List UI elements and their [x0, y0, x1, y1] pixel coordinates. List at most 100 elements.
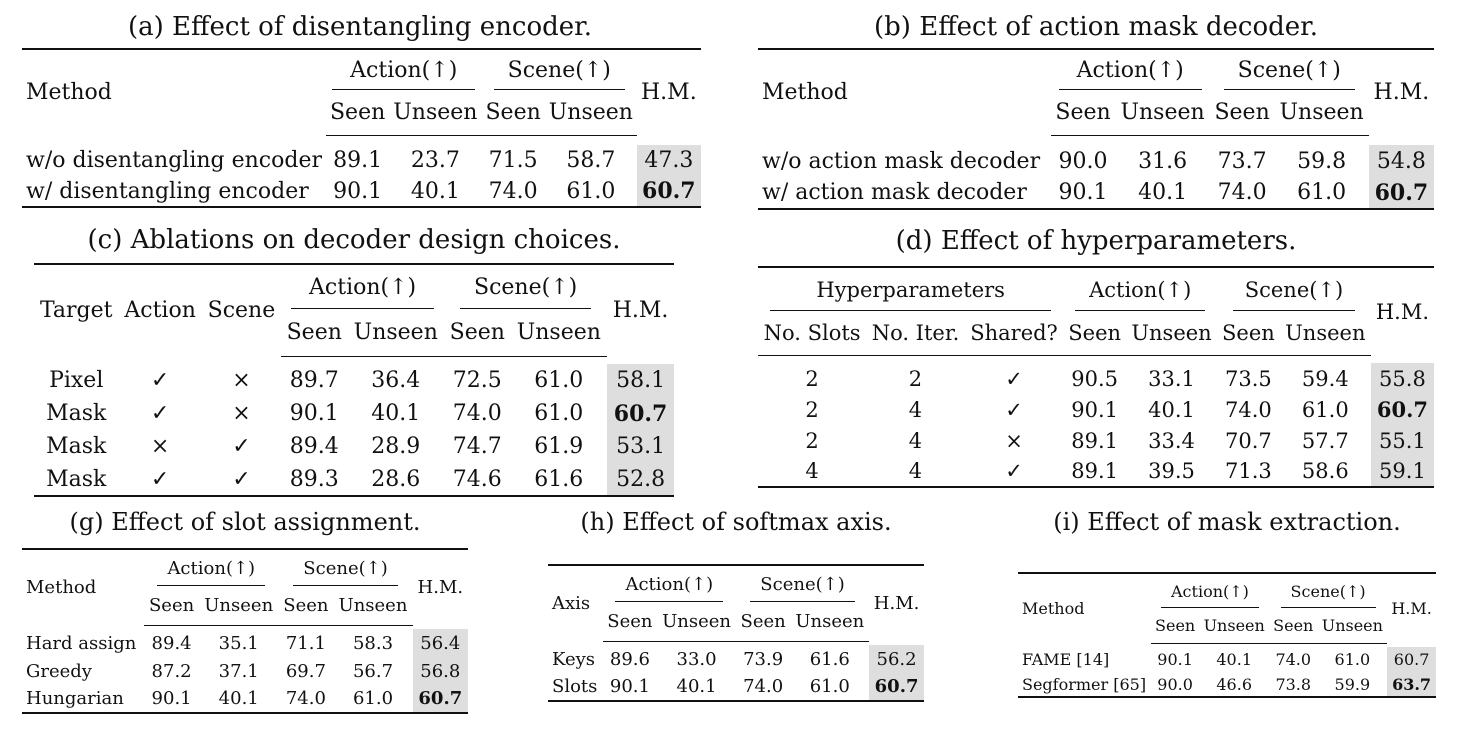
value-cell: 31.6: [1138, 148, 1188, 174]
hm-cell: 56.8: [412, 657, 468, 685]
value-cell: 90.1: [1157, 650, 1193, 669]
header-seen: Seen: [144, 587, 200, 626]
value-cell: 28.9: [371, 434, 421, 459]
value-cell: 74.7: [452, 434, 502, 459]
value-cell: 61.9: [534, 434, 584, 459]
value-cell: 40.1: [371, 401, 421, 426]
table-a: Method Action(↑) Scene(↑) H.M. Seen Unse…: [22, 48, 701, 208]
value-cell: 90.1: [1071, 397, 1119, 422]
method-cell: Hard assign: [26, 632, 137, 654]
hm-cell: 58.1: [607, 364, 674, 397]
value-cell: 2: [805, 366, 819, 391]
check-cell: ✓: [1005, 397, 1023, 422]
header-unseen: Unseen: [544, 91, 637, 136]
header-iter: No. Iter.: [866, 311, 965, 356]
table-b: Method Action(↑) Scene(↑) H.M. Seen Unse…: [758, 48, 1434, 210]
value-cell: 69.7: [285, 660, 326, 682]
table-g-panel: (g) Effect of slot assignment. Method Ac…: [22, 508, 468, 714]
table-a-panel: (a) Effect of disentangling encoder. Met…: [22, 12, 701, 208]
target-cell: Mask: [46, 401, 107, 426]
table-d: Hyperparameters Action(↑) Scene(↑) H.M. …: [758, 266, 1434, 488]
header-unseen: Unseen: [389, 91, 482, 136]
target-cell: Mask: [46, 434, 107, 459]
axis-cell: Slots: [552, 676, 598, 697]
table-row: Hard assign 89.4 35.1 71.1 58.3 56.4: [22, 629, 468, 657]
caption-h: (h) Effect of softmax axis.: [580, 508, 892, 536]
value-cell: 57.7: [1301, 428, 1349, 453]
header-unseen: Unseen: [1125, 311, 1218, 356]
hm-cell-best: 60.7: [1368, 177, 1434, 209]
value-cell: 2: [805, 397, 819, 422]
check-cell: ✓: [150, 401, 170, 426]
value-cell: 37.1: [218, 660, 259, 682]
header-hm: H.M.: [417, 577, 464, 598]
hm-cell: 47.3: [636, 145, 701, 176]
caption-g: (g) Effect of slot assignment.: [69, 508, 421, 536]
header-scene-group: Scene(↑): [293, 558, 398, 586]
value-cell: 74.6: [452, 466, 502, 492]
check-cell: ✓: [150, 368, 170, 393]
value-cell: 61.0: [1301, 397, 1349, 422]
value-cell: 70.7: [1225, 428, 1272, 453]
value-cell: 71.5: [488, 148, 538, 173]
header-unseen: Unseen: [510, 310, 608, 357]
header-unseen: Unseen: [199, 587, 279, 626]
value-cell: 74.0: [488, 178, 538, 204]
caption-d: (d) Effect of hyperparameters.: [895, 226, 1297, 256]
value-cell: 28.6: [371, 466, 421, 492]
header-action-group: Action(↑): [615, 574, 724, 602]
value-cell: 4: [805, 459, 819, 483]
table-row: Mask ✓ ✓ 89.3 28.6 74.6 61.6 52.8: [34, 463, 674, 496]
method-cell: Hungarian: [26, 688, 124, 709]
value-cell: 59.9: [1334, 674, 1371, 694]
value-cell: 89.4: [289, 434, 339, 459]
header-action-group: Action(↑): [1161, 582, 1259, 608]
hm-cell: 53.1: [607, 430, 674, 463]
value-cell: 59.8: [1297, 148, 1347, 174]
method-cell: FAME [14]: [1022, 650, 1110, 669]
table-row: Pixel ✓ × 89.7 36.4 72.5 61.0 58.1: [34, 364, 674, 397]
value-cell: 74.0: [1225, 397, 1272, 422]
value-cell: 74.0: [285, 688, 326, 709]
value-cell: 33.0: [676, 648, 717, 670]
table-row: Mask × ✓ 89.4 28.9 74.7 61.9 53.1: [34, 430, 674, 463]
value-cell: 61.0: [352, 688, 394, 709]
table-row: 2 4 ✓ 90.1 40.1 74.0 61.0 60.7: [758, 394, 1434, 425]
value-cell: 61.0: [809, 676, 850, 697]
table-row: Slots 90.1 40.1 74.0 61.0 60.7: [548, 673, 924, 701]
header-hm: H.M.: [1375, 299, 1430, 324]
header-scene-group: Scene(↑): [750, 574, 855, 602]
value-cell: 73.5: [1225, 366, 1272, 391]
hm-cell: 60.7: [1387, 647, 1436, 672]
hm-cell: 55.1: [1370, 425, 1434, 456]
value-cell: 74.0: [743, 676, 784, 697]
header-seen: Seen: [602, 603, 658, 642]
caption-c: (c) Ablations on decoder design choices.: [87, 225, 621, 255]
caption-i: (i) Effect of mask extraction.: [1053, 508, 1401, 536]
header-scene-col: Scene: [207, 298, 276, 323]
value-cell: 89.6: [609, 648, 650, 670]
header-seen: Seen: [444, 310, 511, 357]
header-seen: Seen: [1063, 311, 1126, 356]
table-row: w/o action mask decoder 90.0 31.6 73.7 5…: [758, 145, 1434, 177]
header-unseen: Unseen: [333, 587, 413, 626]
value-cell: 58.3: [352, 632, 394, 654]
value-cell: 74.0: [452, 401, 502, 426]
hm-cell-best: 60.7: [636, 176, 701, 207]
header-unseen: Unseen: [1279, 311, 1371, 356]
value-cell: 46.6: [1216, 674, 1252, 694]
method-cell: Segformer [65]: [1022, 674, 1147, 694]
header-axis: Axis: [552, 593, 591, 614]
value-cell: 90.1: [1058, 180, 1108, 205]
value-cell: 90.1: [333, 178, 383, 204]
caption-a: (a) Effect of disentangling encoder.: [128, 12, 592, 42]
check-cell: ✓: [232, 434, 251, 459]
header-seen: Seen: [1150, 609, 1200, 644]
method-cell: w/o action mask decoder: [762, 148, 1041, 174]
value-cell: 73.7: [1217, 148, 1267, 174]
table-h-panel: (h) Effect of softmax axis. Axis Action(…: [548, 508, 924, 702]
value-cell: 2: [908, 366, 923, 391]
header-seen: Seen: [735, 603, 791, 642]
header-seen: Seen: [278, 587, 334, 626]
value-cell: 58.7: [566, 148, 616, 173]
